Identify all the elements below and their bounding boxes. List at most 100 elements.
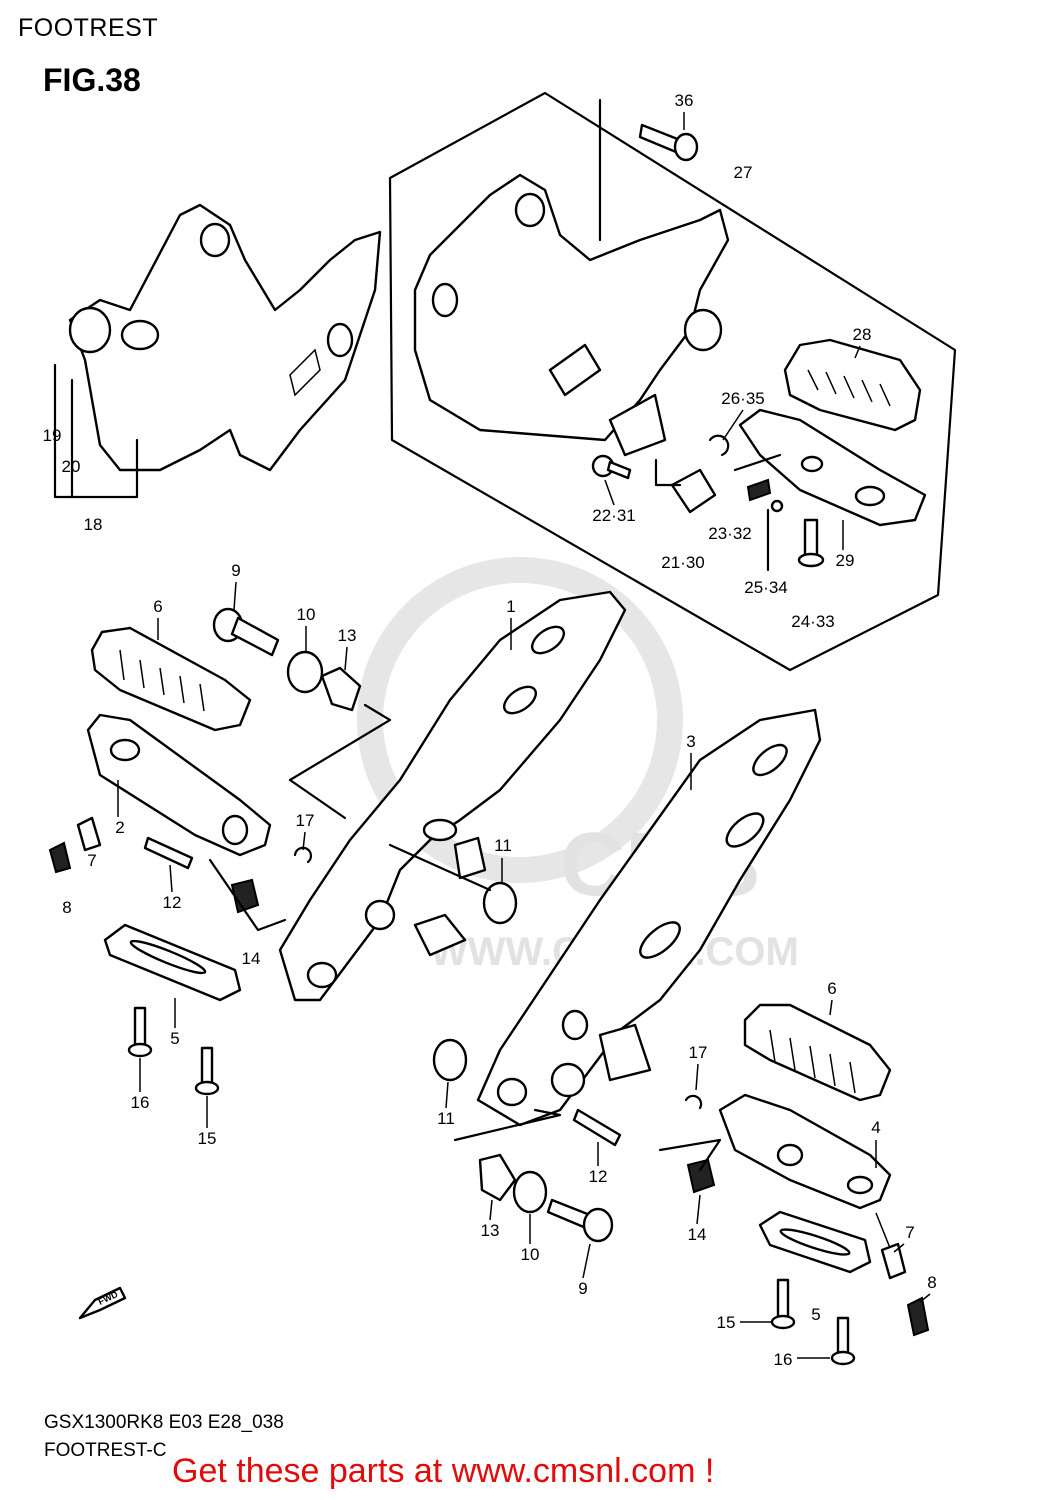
callout-12-right: 12 — [589, 1167, 608, 1186]
callout-17-right: 17 — [689, 1043, 708, 1062]
callout-36: 36 — [675, 91, 694, 110]
callout-10-left: 10 — [297, 605, 316, 624]
leader-1-link — [288, 778, 347, 820]
callout-9-left: 9 — [231, 561, 240, 580]
plate-21-30 — [670, 468, 717, 514]
footpeg-holder-4 — [718, 1093, 892, 1210]
callout-leaders — [117, 112, 931, 1359]
leader-11-left — [388, 843, 492, 892]
callout-25-34: 25·34 — [744, 578, 787, 597]
spring-14-right — [686, 1158, 716, 1194]
callout-2: 2 — [115, 818, 124, 837]
callout-6-left: 6 — [153, 597, 162, 616]
callout-18: 18 — [84, 515, 103, 534]
damper-7-right — [880, 1242, 907, 1280]
page-header: FOOTREST — [18, 14, 159, 42]
callout-8-right: 8 — [927, 1273, 936, 1292]
bushing-13-left — [320, 666, 362, 712]
screw-15-right — [770, 1278, 796, 1330]
rubber-pad-5-left — [103, 923, 242, 1002]
leader-13-right — [453, 1108, 562, 1142]
callout-1: 1 — [506, 597, 515, 616]
clip-17-left — [293, 846, 313, 864]
screw-16-left — [127, 1006, 153, 1058]
damper-7-left — [76, 816, 102, 852]
screw-16-right — [830, 1316, 856, 1366]
callout-9-right: 9 — [578, 1279, 587, 1298]
callout-21-30: 21·30 — [661, 553, 704, 572]
spring-14-left — [230, 878, 260, 914]
bolt-36 — [638, 123, 699, 162]
callout-17-left: 17 — [296, 811, 315, 830]
footpeg-rubber-28 — [783, 338, 922, 432]
ball-25-34 — [770, 499, 784, 513]
callout-7-left: 7 — [87, 851, 96, 870]
bolt-9-right — [546, 1198, 614, 1243]
weight-8-left — [48, 841, 72, 874]
option-frame — [388, 91, 957, 672]
callout-5-left: 5 — [170, 1029, 179, 1048]
washer-10-left — [286, 650, 324, 694]
footpeg-holder-2-left — [86, 713, 272, 857]
rear-footrest-bracket-assembly — [68, 203, 382, 472]
callout-27: 27 — [734, 163, 753, 182]
footrest-bracket-3 — [476, 708, 822, 1127]
pin-12-left — [143, 836, 194, 870]
callout-15-left: 15 — [198, 1129, 217, 1148]
leader-14-left — [208, 858, 287, 932]
callout-24-33: 24·33 — [791, 612, 834, 631]
callout-11-right: 11 — [437, 1109, 455, 1128]
footpeg-rubber-6-left — [90, 626, 252, 732]
callout-28: 28 — [853, 325, 872, 344]
callout-13-right: 13 — [481, 1221, 500, 1240]
clip-17-right — [684, 1094, 703, 1110]
leader-13-left — [288, 703, 392, 782]
spring-23-32 — [746, 478, 772, 502]
callout-4: 4 — [871, 1118, 880, 1137]
callout-8-left: 8 — [62, 898, 71, 917]
cta-link[interactable]: Get these parts at www.cmsnl.com ! — [172, 1452, 715, 1490]
pin-12-right — [572, 1108, 622, 1147]
figure-title: FIG.38 — [43, 62, 141, 98]
callout-12-left: 12 — [163, 893, 182, 912]
bolt-24-33 — [797, 518, 825, 568]
weight-8-right — [906, 1296, 930, 1337]
footrest-bracket-27 — [413, 173, 730, 457]
callout-14-left: 14 — [242, 949, 261, 968]
footpeg-rubber-6-right — [743, 1003, 892, 1102]
callout-14-right: 14 — [688, 1225, 707, 1244]
bolt-9-left — [212, 607, 280, 657]
callout-15-right: 15 — [717, 1313, 736, 1332]
washer-11-right — [432, 1038, 468, 1082]
callout-29: 29 — [836, 551, 855, 570]
callout-13-left: 13 — [338, 626, 357, 645]
leader-21-30 — [654, 458, 682, 487]
diagram-subtitle: FOOTREST-C — [44, 1440, 167, 1461]
clip-26-35 — [708, 434, 730, 457]
footpeg-holder-29 — [738, 408, 927, 527]
leader-14-right — [658, 1138, 722, 1172]
washer-10-right — [512, 1170, 548, 1214]
leader-23-32 — [733, 453, 782, 472]
diagram-code: GSX1300RK8 E03 E28_038 — [44, 1412, 284, 1433]
callout-26-35: 26·35 — [721, 389, 764, 408]
callout-11-left: 11 — [494, 836, 512, 855]
callout-20: 20 — [62, 457, 81, 476]
washer-11-left — [482, 881, 518, 925]
callout-19: 19 — [43, 426, 62, 445]
callout-16-right: 16 — [774, 1350, 793, 1369]
fwd-arrow-icon: FWD — [78, 1286, 127, 1320]
callout-23-32: 23·32 — [708, 524, 751, 543]
callout-16-left: 16 — [131, 1093, 150, 1112]
callout-10-right: 10 — [521, 1245, 540, 1264]
callout-5-right: 5 — [811, 1305, 820, 1324]
rubber-pad-5-right — [758, 1210, 872, 1274]
callout-7-right: 7 — [905, 1223, 914, 1242]
callout-labels: 36 27 28 26·35 22·31 23·32 21·30 25·34 2… — [43, 91, 937, 1369]
callout-6-right: 6 — [827, 979, 836, 998]
footrest-bracket-1 — [278, 590, 627, 1002]
callout-22-31: 22·31 — [592, 506, 635, 525]
callout-3: 3 — [686, 732, 695, 751]
screw-15-left — [194, 1046, 220, 1096]
